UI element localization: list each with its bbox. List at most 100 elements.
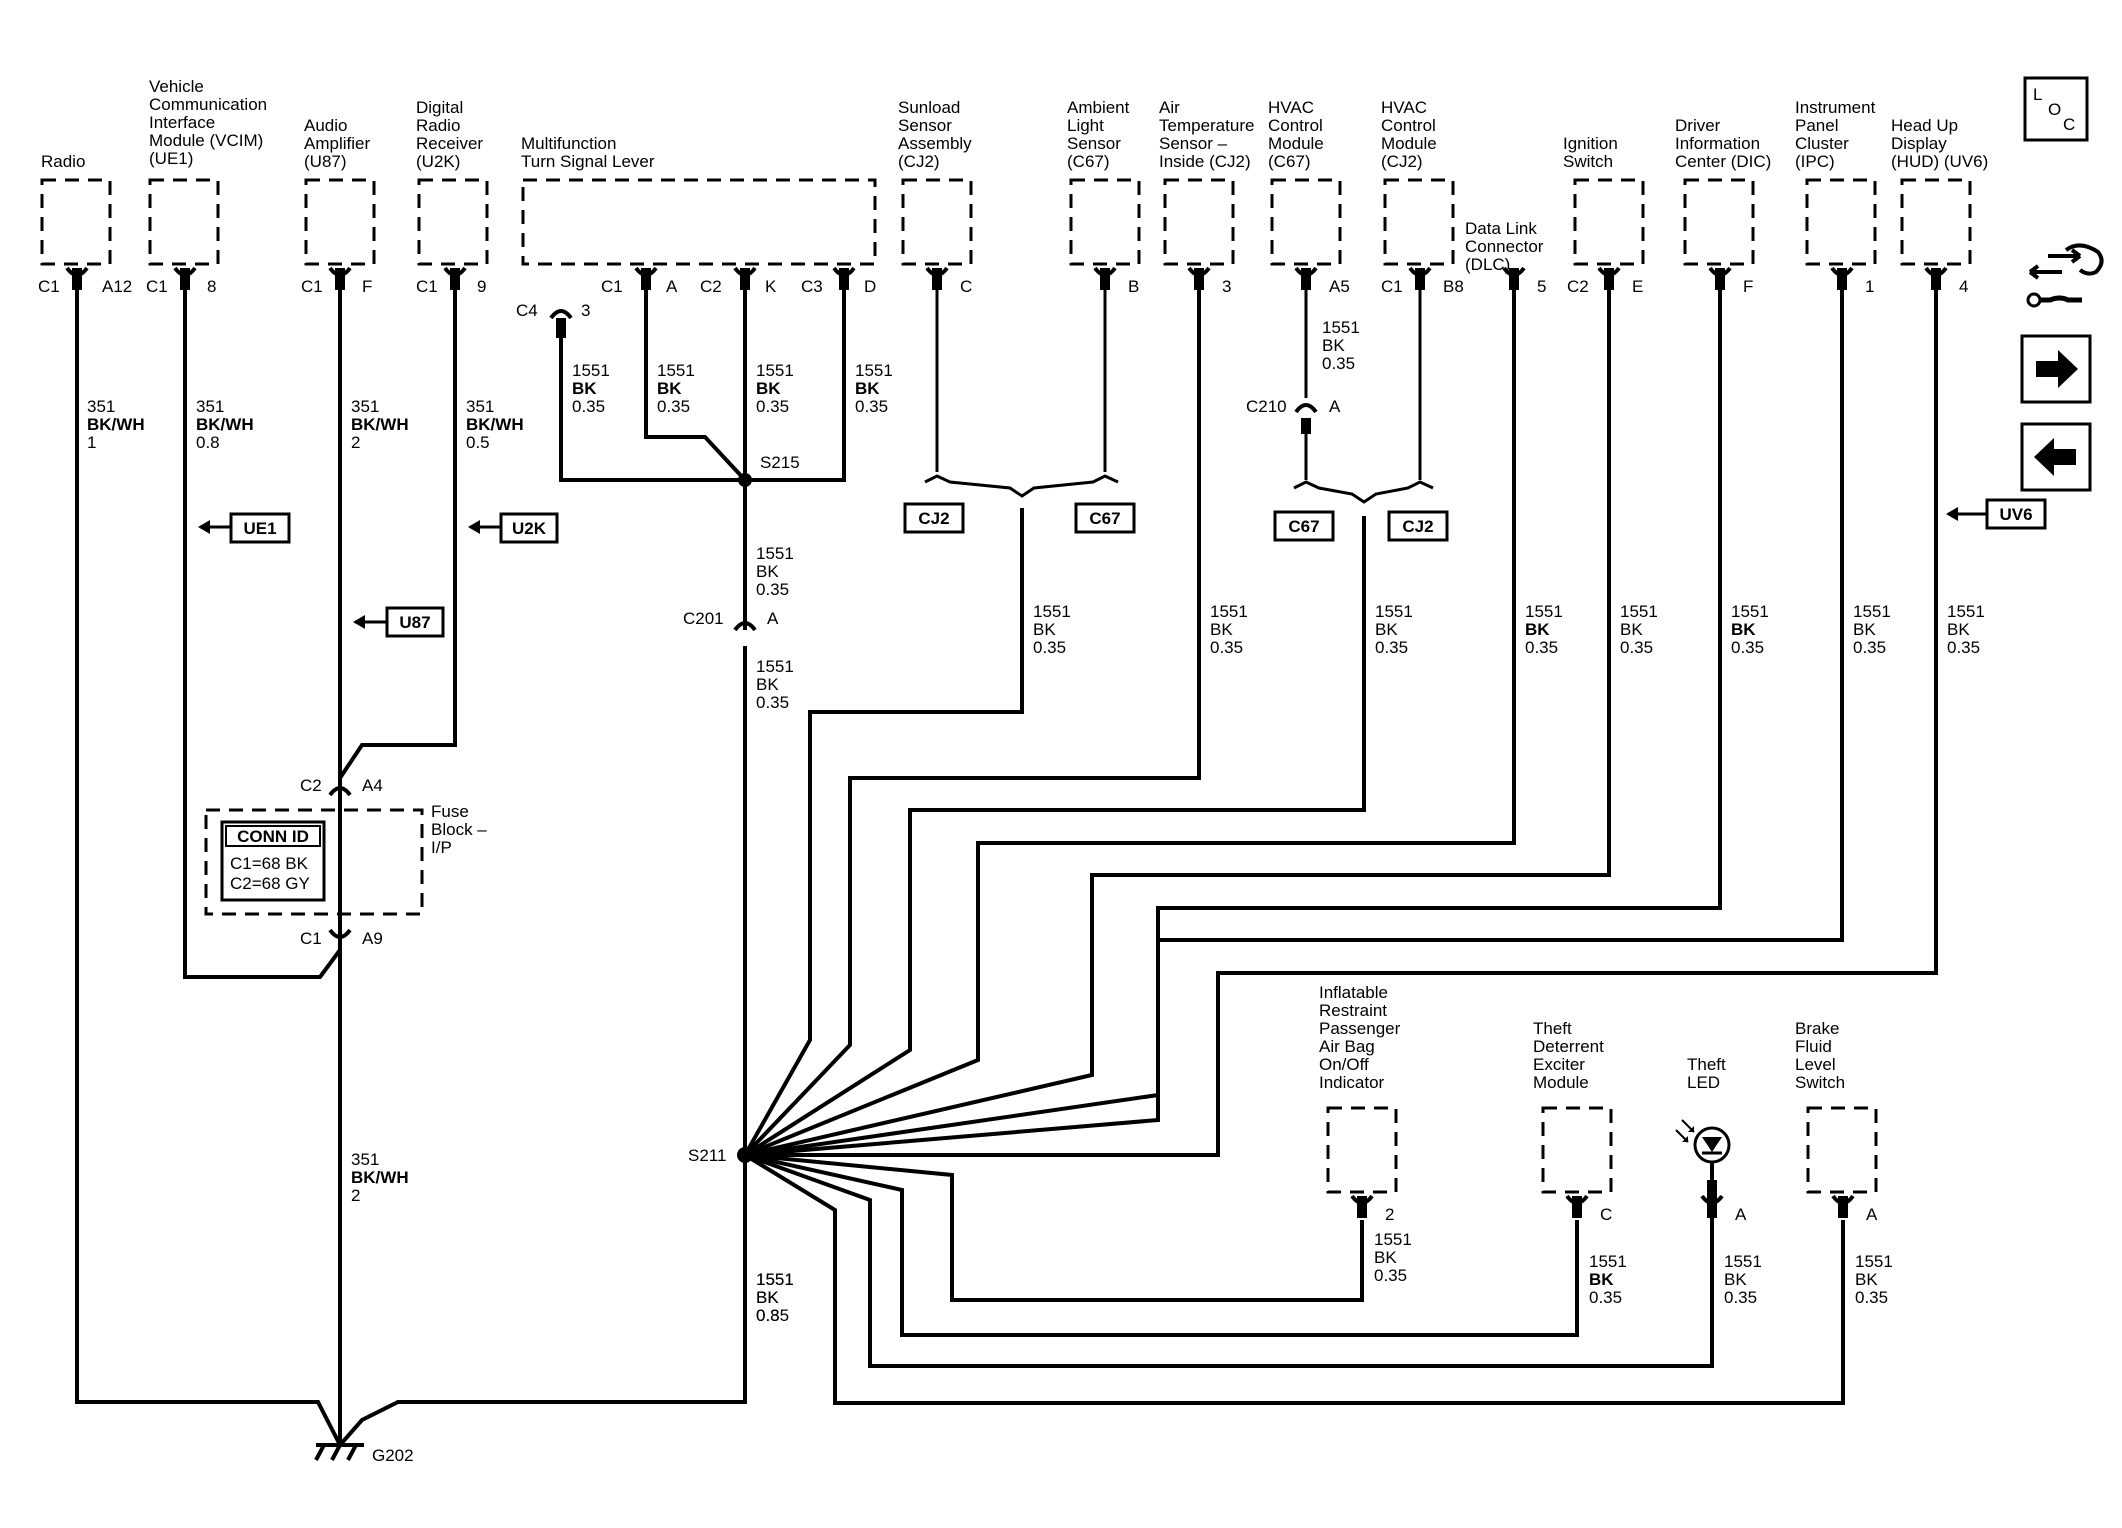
connector-left: C1 [146,277,168,296]
label-digital-radio-receiver: Digital Radio Receiver (U2K) [416,98,488,171]
arrow-right-icon[interactable] [2020,334,2092,404]
ref-uv6[interactable]: UV6 [1946,498,2047,530]
connector-pin: 3 [1222,277,1231,296]
ref-label: CJ2 [918,509,949,528]
svg-text:CJ2: CJ2 [1402,517,1433,536]
theft-exciter-box [1541,1106,1613,1194]
svg-text:C1: C1 [301,277,323,296]
connector-pin: 3 [581,301,590,320]
wire-ignition [744,290,1611,1157]
svg-text:S211: S211 [688,1146,726,1165]
loc-letter: L [2033,85,2042,104]
label-multifunction-turn-signal-lever: Multifunction Turn Signal Lever [521,134,655,171]
connector-pin: K [765,277,777,296]
arrow-left-icon[interactable] [2020,422,2092,492]
wire-dlc [744,290,1516,1157]
air-bag-indicator-box [1326,1106,1398,1194]
connector-pin: A [1735,1205,1747,1224]
connector-pin: A12 [102,277,132,296]
wire-brake-fluid [743,1153,1845,1405]
splice-s211-label: S211 [688,1146,726,1165]
pin-c201 [733,621,757,646]
ref-label: U87 [399,613,430,632]
vcim-box [148,178,220,266]
svg-text:A: A [1866,1205,1878,1224]
svg-text:C2: C2 [700,277,722,296]
connector-pin: A [666,277,678,296]
svg-text:C2: C2 [300,776,322,795]
pin-hud [1924,266,1948,290]
pin-tsl-c3 [832,266,856,290]
ref-cj2-b[interactable]: CJ2 [1387,510,1449,542]
pin-theft-exciter [1565,1194,1589,1218]
splice-s215-label: S215 [760,453,800,472]
pin-tsl-c2 [733,266,757,290]
svg-text:3: 3 [1222,277,1231,296]
label-audio-amplifier: Audio Amplifier (U87) [304,116,375,171]
svg-text:O: O [2048,100,2061,119]
connector-pin: A [1329,397,1341,416]
ref-cj2-a[interactable]: CJ2 [903,502,965,534]
hvac-cj2-box [1383,178,1455,266]
svg-text:3: 3 [581,301,590,320]
label-vcim: Vehicle Communication Interface Module (… [149,77,272,168]
ref-c67-b[interactable]: C67 [1273,510,1335,542]
svg-text:CONN ID: CONN ID [237,827,309,846]
ambient-light-sensor-box [1069,178,1141,266]
connector-left: C3 [801,277,823,296]
component-boxes [40,178,1972,1194]
pin-air-temp [1187,266,1211,290]
ref-label: U2K [512,519,547,538]
connector-pin: A4 [362,776,383,795]
ref-label: C67 [1089,509,1120,528]
connector-pin: F [362,277,372,296]
wire-option-1 [743,508,1024,1156]
component-locator-icon[interactable] [2026,243,2104,308]
turn-signal-lever-box [521,178,877,266]
pin-vcim [173,266,197,290]
connector-pin: A5 [1329,277,1350,296]
connector-pin: 1 [1865,277,1874,296]
ignition-switch-box [1573,178,1645,266]
connector-pin: 5 [1537,277,1546,296]
svg-text:F: F [362,277,372,296]
pin-hvac-cj2 [1408,266,1432,290]
splice-s211-dot [737,1147,753,1163]
wire-option-bracket-2 [1293,480,1434,504]
label-theft-led: Theft LED [1687,1055,1730,1092]
svg-text:C67: C67 [1089,509,1120,528]
hvac-c67-box [1270,178,1342,266]
ref-u87[interactable]: U87 [353,606,445,638]
reference-boxes: UE1 U2K U87 CJ2 C67 C67 CJ2 [198,498,2047,638]
svg-text:C2=68 GY: C2=68 GY [230,874,310,893]
svg-text:A4: A4 [362,776,383,795]
fuse-block-box [204,808,424,916]
connector-pin: F [1743,277,1753,296]
ref-c67-a[interactable]: C67 [1074,502,1136,534]
label-ambient-light-sensor: Ambient Light Sensor (C67) [1067,98,1134,171]
connector-pin: C [1600,1205,1612,1224]
svg-text:C201: C201 [683,609,724,628]
ref-ue1[interactable]: UE1 [198,512,291,544]
wire-air-bag [744,1153,1364,1302]
connector-pin: B8 [1443,277,1464,296]
connector-left: C2 [1567,277,1589,296]
pin-tsl-c1 [634,266,658,290]
loc-button[interactable]: L O C [2023,76,2089,142]
label-hvac-control-module-cj2: HVAC Control Module (CJ2) [1381,98,1442,171]
ref-u2k[interactable]: U2K [468,512,559,544]
splices: S215 S211 [688,453,800,1165]
label-instrument-panel-cluster: Instrument Panel Cluster (IPC) [1795,98,1880,171]
ipc-box [1805,178,1877,266]
connector-left: C1 [301,277,323,296]
